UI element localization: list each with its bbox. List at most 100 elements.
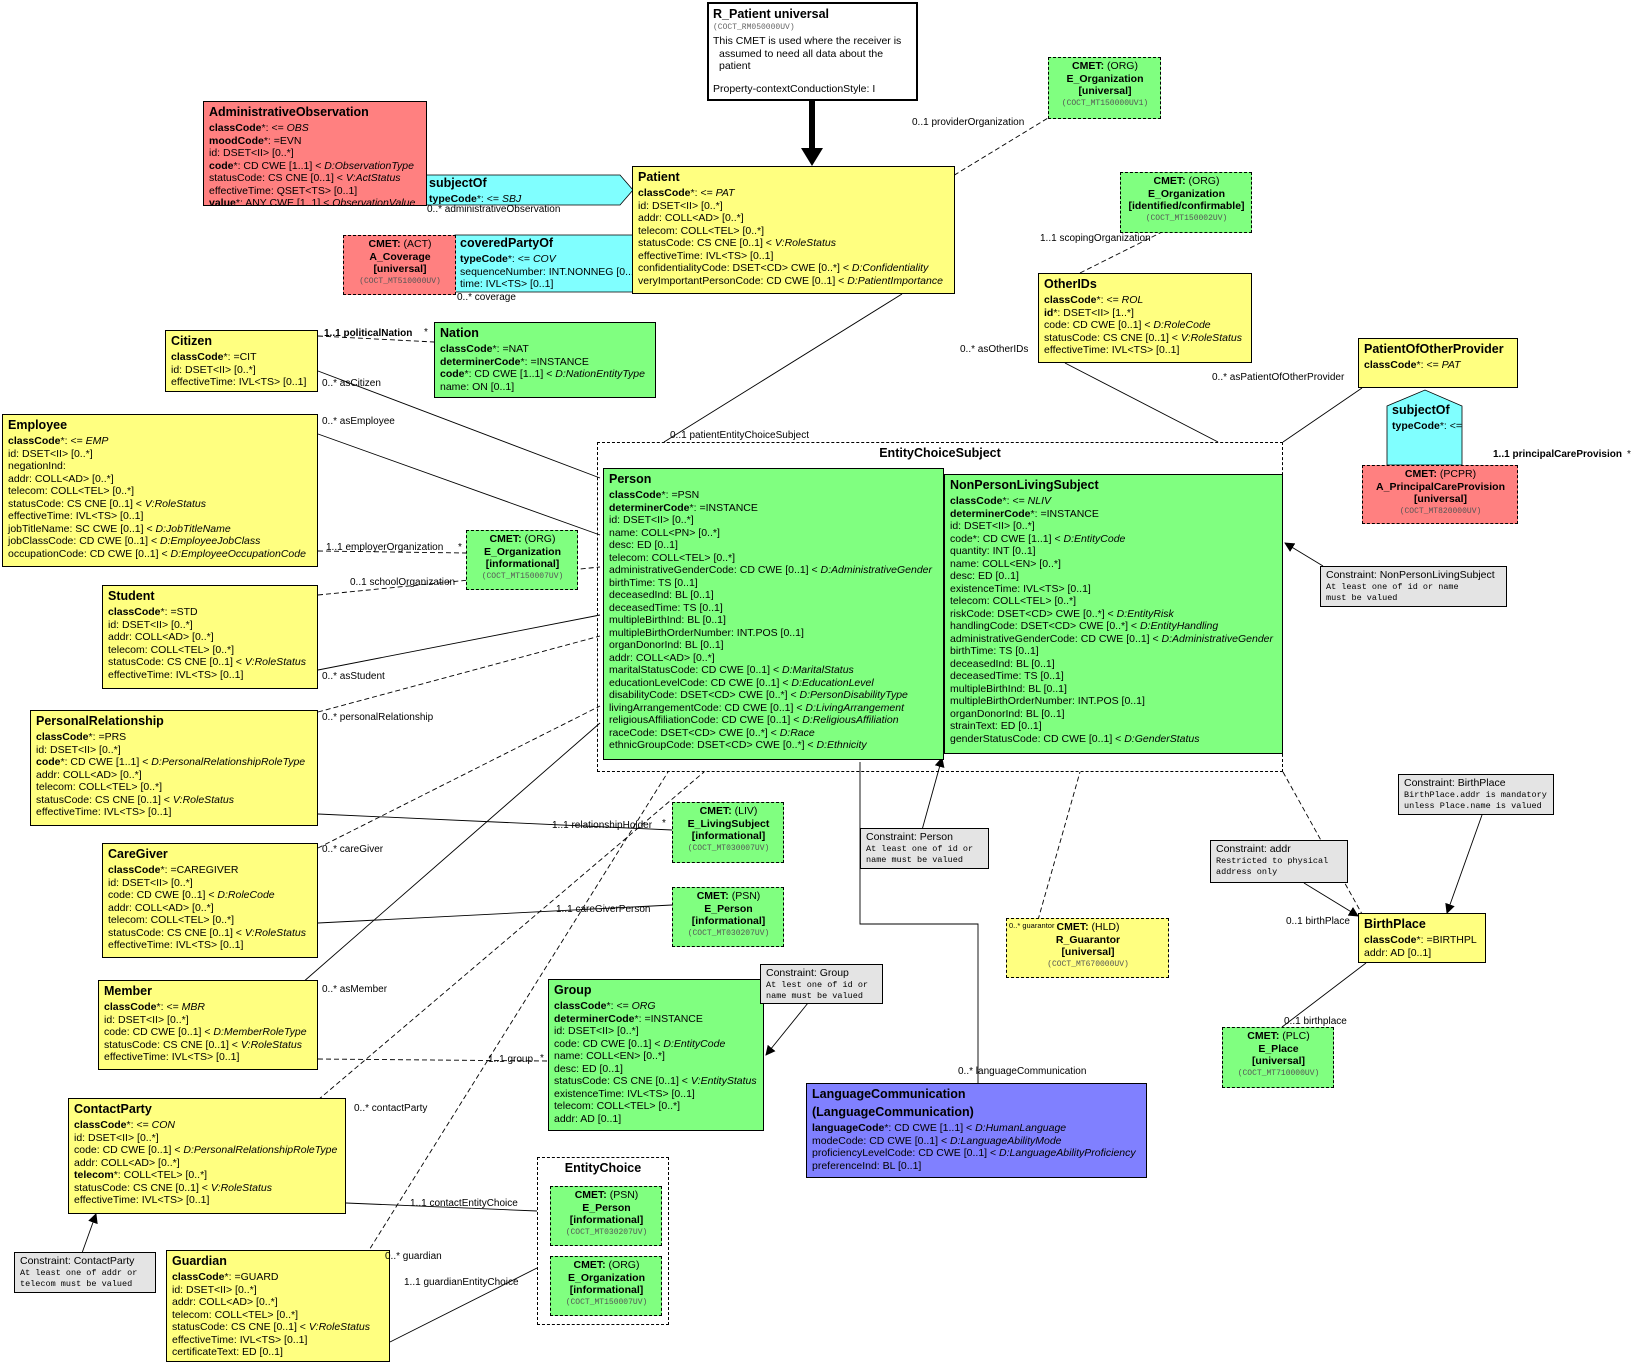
attribute-text: classCode xyxy=(1364,934,1417,946)
cmet-text: [universal] xyxy=(373,263,427,275)
attribute-row: classCode*: <= NLIV xyxy=(950,495,1278,508)
link-patient-other-provider xyxy=(1282,387,1363,443)
attribute-text: D:EntityHandling xyxy=(1139,620,1219,632)
cmet-text: E_Person xyxy=(704,902,753,915)
attribute-text: raceCode: DSET<CD> CWE [0..*] < xyxy=(609,726,780,739)
root-title: R_Patient universal xyxy=(713,7,830,21)
attribute-text: id: DSET<II> [0..*] xyxy=(209,147,294,159)
attribute-text: *: <= xyxy=(156,1001,182,1013)
attribute-text: disabilityCode: DSET<CD> CWE [0..*] < xyxy=(609,689,800,701)
attribute-text: classCode xyxy=(209,122,262,134)
attribute-row: telecom: COLL<TEL> [0..*] xyxy=(950,595,1278,608)
link-political-nation xyxy=(317,335,435,343)
attribute-row: deceasedTime: TS [0..1] xyxy=(950,670,1278,683)
cmet-code: (COCT_MT150007UV) xyxy=(481,571,564,581)
link-group xyxy=(317,1058,549,1062)
label-as-patient-of-other-provider: 0..* asPatientOfOtherProvider xyxy=(1212,372,1345,383)
attribute-row: educationLevelCode: CD CWE [0..1] < D:Ed… xyxy=(609,677,939,690)
attribute-row: code*: CD CWE [1..1] < D:PersonalRelatio… xyxy=(36,756,313,769)
attribute-row: certificateText: ED [0..1] xyxy=(172,1346,385,1359)
attribute-row: addr: COLL<AD> [0..*] xyxy=(8,473,313,486)
attribute-text: riskCode: DSET<CD> CWE [0..*] < xyxy=(950,607,1117,620)
attribute-row: name: ON [0..1] xyxy=(440,381,651,394)
label-star: * xyxy=(662,818,666,829)
attribute-text: MBR xyxy=(181,1001,205,1013)
attribute-row: classCode*: <= ORG xyxy=(554,1000,759,1013)
cmet-text: E_Organization xyxy=(567,1271,645,1284)
attribute-text: code*: CD CWE [1..1] < xyxy=(950,532,1064,545)
attribute-text: id: DSET<II> [0..*] xyxy=(554,1025,639,1037)
label-principal-care-provision: 1..1 principalCareProvision xyxy=(1493,449,1622,460)
attribute-text: statusCode: CS CNE [0..1] < xyxy=(8,497,145,510)
attribute-row: classCode*: <= PAT xyxy=(638,187,950,200)
attribute-text: D:Confidentiality xyxy=(851,262,929,274)
constraint-body: BirthPlace.addr is mandatory xyxy=(1404,790,1547,800)
cmet-line: E_LivingSubject xyxy=(678,818,779,831)
attribute-text: statusCode: CS CNE [0..1] < xyxy=(209,172,346,184)
attribute-row: id: DSET<II> [0..*] xyxy=(36,744,313,757)
attribute-row: desc: ED [0..1] xyxy=(950,570,1278,583)
attribute-text: EMP xyxy=(85,435,109,447)
label-star: * xyxy=(540,1053,544,1064)
cmet-text: E_Place xyxy=(1258,1042,1299,1055)
attribute-text: determinerCode xyxy=(609,501,690,514)
attribute-text: *: <= xyxy=(1096,294,1122,306)
attribute-row: addr: COLL<AD> [0..*] xyxy=(609,652,939,665)
attribute-text: D:MemberRoleType xyxy=(213,1026,307,1038)
attribute-row: determinerCode*: =INSTANCE xyxy=(440,356,651,369)
attribute-text: effectiveTime: IVL<TS> [0..1] xyxy=(1044,344,1180,356)
cmet-text: [universal] xyxy=(1061,946,1115,958)
attribute-text: V:RoleStatus xyxy=(308,1321,370,1333)
link-scoping-org xyxy=(1079,231,1163,274)
cmet-line: [universal] xyxy=(1368,493,1513,506)
label-employer-organization: 1..1 employerOrganization xyxy=(326,542,444,553)
attribute-text: *: =INSTANCE xyxy=(520,355,589,368)
attribute-text: existenceTime: IVL<TS> [0..1] xyxy=(554,1087,695,1100)
attribute-text: organDonorInd: BL [0..1] xyxy=(609,639,724,651)
attribute-row: occupationCode: CD CWE [0..1] < D:Employ… xyxy=(8,548,313,561)
attribute-text: V:RoleStatus xyxy=(144,497,206,510)
cmet-text: E_Organization xyxy=(1147,187,1225,200)
attribute-row: telecom: COLL<TEL> [0..*] xyxy=(108,644,313,657)
attribute-row: code: CD CWE [0..1] < D:RoleCode xyxy=(1044,319,1247,332)
attribute-text: effectiveTime: IVL<TS> [0..1] xyxy=(74,1194,210,1206)
link-patient-ecs xyxy=(663,293,903,443)
cmet-line: [informational] xyxy=(472,558,573,571)
attribute-row: classCode*: =PSN xyxy=(609,489,939,502)
attribute-text: educationLevelCode: CD CWE [0..1] < xyxy=(609,676,792,689)
attribute-text: D:ReligiousAffiliation xyxy=(802,714,899,726)
attribute-text: code xyxy=(209,159,234,172)
attribute-text: ROL xyxy=(1121,294,1144,306)
attribute-row: religiousAffiliationCode: CD CWE [0..1] … xyxy=(609,714,939,727)
attribute-text: confidentialityCode: DSET<CD> CWE [0..*]… xyxy=(638,262,852,274)
cmet-text: [informational] xyxy=(691,915,766,927)
attribute-text: ethnicGroupCode: DSET<CD> CWE [0..*] < xyxy=(609,739,817,751)
attribute-text: value xyxy=(209,197,236,206)
attribute-text: D:PatientImportance xyxy=(847,274,943,287)
attribute-text: desc: ED [0..1] xyxy=(950,570,1019,582)
attribute-row: id: DSET<II> [0..*] xyxy=(554,1025,759,1038)
attribute-text: *: <= xyxy=(60,435,86,447)
attribute-text: desc: ED [0..1] xyxy=(554,1062,623,1075)
cmet-text: (PSN) xyxy=(606,1189,639,1201)
attribute-text: PAT xyxy=(715,187,735,199)
label-star: * xyxy=(424,327,428,338)
class-title: Employee xyxy=(8,418,68,432)
attribute-row: effectiveTime: IVL<TS> [0..1] xyxy=(172,1334,385,1347)
attribute-text: *: =NAT xyxy=(492,343,529,355)
cmet-line: CMET: (PSN) xyxy=(556,1189,657,1202)
attribute-text: D:EducationLevel xyxy=(791,676,874,689)
attribute-text: SBJ xyxy=(501,193,522,205)
attribute-text: negationInd: xyxy=(8,460,66,472)
attribute-row: telecom*: COLL<TEL> [0..*] xyxy=(74,1169,341,1182)
attribute-row: determinerCode*: =INSTANCE xyxy=(950,508,1278,521)
attribute-text: determinerCode xyxy=(554,1012,635,1025)
cmet-text: A_Coverage xyxy=(369,250,431,263)
cmet-text: CMET: xyxy=(1056,921,1089,933)
